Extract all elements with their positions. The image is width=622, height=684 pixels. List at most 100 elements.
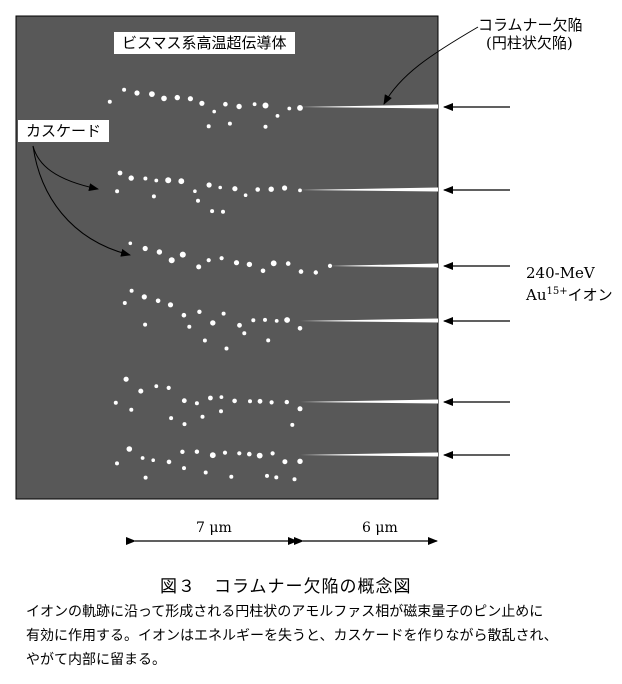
columnar-defect [330,263,438,268]
cascade-dot [268,186,274,192]
cascade-dot [194,449,200,454]
cascade-dot [113,400,118,405]
cascade-dot [193,189,197,193]
cascade-dot [107,99,112,104]
cascade-dot [284,399,289,405]
cascade-dot [260,268,266,274]
cascade-dot [151,458,155,463]
cascade-dot [243,193,248,197]
cascade-dot [203,470,208,475]
cascade-dot [266,338,271,343]
cascade-dot [166,385,171,390]
cascade-dot [141,294,147,300]
cascade-dot [237,322,242,328]
cascade-dot [128,241,133,246]
cascade-dot [208,395,213,401]
cascade-dot [140,456,145,460]
ion-label: 240-MeV Au15+イオン [526,262,613,306]
cascade-pointer-arrow-upper [32,145,99,192]
scale-label-left: 7 μm [196,520,232,536]
cascade-dot [202,338,207,343]
cascade-dot [287,106,292,111]
columnar-defect [300,452,438,457]
cascade-dot [221,209,225,214]
cascade-dot [269,400,274,405]
cascade-dot [270,260,277,267]
ion-track [128,241,438,275]
cascade-dot [290,422,295,427]
ion-species: Au15+イオン [526,286,613,304]
cascade-dot [167,302,174,308]
cascade-dot [174,94,180,101]
cascade-dot [210,320,216,326]
cascade-dot [327,263,333,268]
incident-ion-arrows [443,103,510,459]
cascade-dot [142,245,148,252]
cascade-dot [252,102,257,107]
cascade-dot [155,298,161,304]
cascade-dot [246,261,253,268]
columnar-defect [300,318,438,323]
cascade-dot [187,324,192,329]
cascade-dot [200,414,205,419]
cascade-dot [298,188,302,193]
cascade-dot [128,175,134,181]
columnar-defect [300,399,438,404]
cascade-dot [257,398,263,404]
cascade-dot [199,100,205,106]
cascade-dot [237,451,242,456]
cascade-dot [206,124,211,129]
cascade-dot [256,452,263,459]
ion-track [107,87,438,129]
cascade-dot [187,96,193,102]
cascade-dot [143,176,148,181]
cascade-dot [178,178,185,185]
cascade-dot [262,102,269,109]
cascade-dot [221,311,226,316]
cascade-dot [298,269,304,274]
cascade-label: カスケード [18,120,110,142]
cascade-dot [182,466,186,471]
cascade-dot [297,105,303,111]
cascade-dot [169,416,174,421]
cascade-dot [154,384,159,389]
cascade-dot [196,198,200,203]
cascade-dot [229,474,234,479]
cascade-dot [161,95,167,102]
defect-pointer-arrow [383,26,479,105]
cascade-dot [242,331,247,336]
superconductor-sample [15,15,439,500]
ion-track [115,446,438,482]
cascade-dot [263,317,267,322]
cascade-dot [212,109,216,114]
cascade-dot [313,270,318,275]
cascade-dot [248,399,252,404]
cascade-dot [222,450,228,455]
cascade-dot [219,395,224,399]
cascade-dot [274,475,279,480]
cascade-dot [151,194,156,199]
ion-tracks [107,87,438,482]
cascade-dot [129,407,134,412]
cascade-dot [117,170,123,176]
cascade-dot [122,87,127,92]
columnar-defect [300,104,438,109]
ion-track [122,288,438,351]
cascade-dot [236,103,242,110]
ion-track [115,170,438,214]
cascade-dot [122,301,127,305]
cascade-dot [138,388,144,394]
cascade-dot [115,461,119,466]
cascade-dot [270,451,275,456]
cascade-dot [197,309,202,314]
cascade-dot [210,209,215,214]
cascade-dot [154,178,159,183]
cascade-dot [165,177,172,184]
cascade-dot [224,346,229,351]
cascade-dot [219,256,224,261]
cascade-dot [247,451,252,457]
cascade-dot [206,258,211,263]
cascade-dot [223,101,228,107]
cascade-dot [232,398,237,404]
